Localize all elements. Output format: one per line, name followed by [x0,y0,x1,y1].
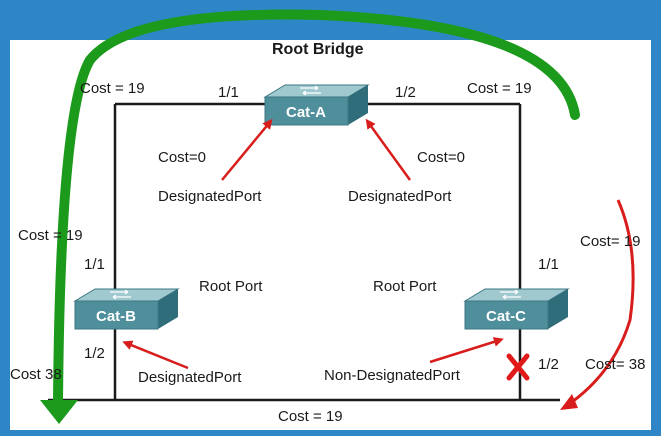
port-c-2-label: 1/2 [538,356,559,373]
designated-port-a-right: DesignatedPort [348,188,452,205]
port-a-2-label: 1/2 [395,84,416,101]
cost-right-side: Cost= 19 [580,233,641,250]
diagram-title: Root Bridge [272,41,364,58]
arrow-non-designated-c [429,337,504,364]
cost-bottom-link: Cost = 19 [278,408,343,425]
port-c-1-label: 1/1 [538,256,559,273]
red-path-arrow [560,199,635,410]
arrow-designated-a-right [365,118,412,181]
port-b-2-label: 1/2 [84,345,105,362]
switch-cat-b-label: Cat-B [96,308,136,325]
cost-top-left: Cost = 19 [80,80,145,97]
designated-port-a-left: DesignatedPort [158,188,262,205]
root-port-c-label: Root Port [373,278,437,295]
switch-cat-c-label: Cat-C [486,308,526,325]
cost-bottom-right: Cost= 38 [585,356,646,373]
green-path-arrow [40,9,580,424]
arrow-designated-a-left [221,118,273,181]
non-designated-port-c: Non-DesignatedPort [324,367,460,384]
switch-cat-c[interactable]: Cat-C [463,288,570,330]
blocked-port-x-icon [506,353,530,381]
cost-a-left: Cost=0 [158,149,206,166]
cost-bottom-left: Cost 38 [10,366,62,383]
cost-a-right: Cost=0 [417,149,465,166]
designated-port-b: DesignatedPort [138,369,242,386]
switch-cat-a[interactable]: Cat-A [263,84,370,126]
cost-left-side: Cost = 19 [18,227,83,244]
port-b-1-label: 1/1 [84,256,105,273]
switch-cat-a-label: Cat-A [286,104,326,121]
cost-top-right: Cost = 19 [467,80,532,97]
port-a-1-label: 1/1 [218,84,239,101]
root-port-b-label: Root Port [199,278,263,295]
switch-cat-b[interactable]: Cat-B [73,288,180,330]
arrow-designated-b [122,340,189,370]
